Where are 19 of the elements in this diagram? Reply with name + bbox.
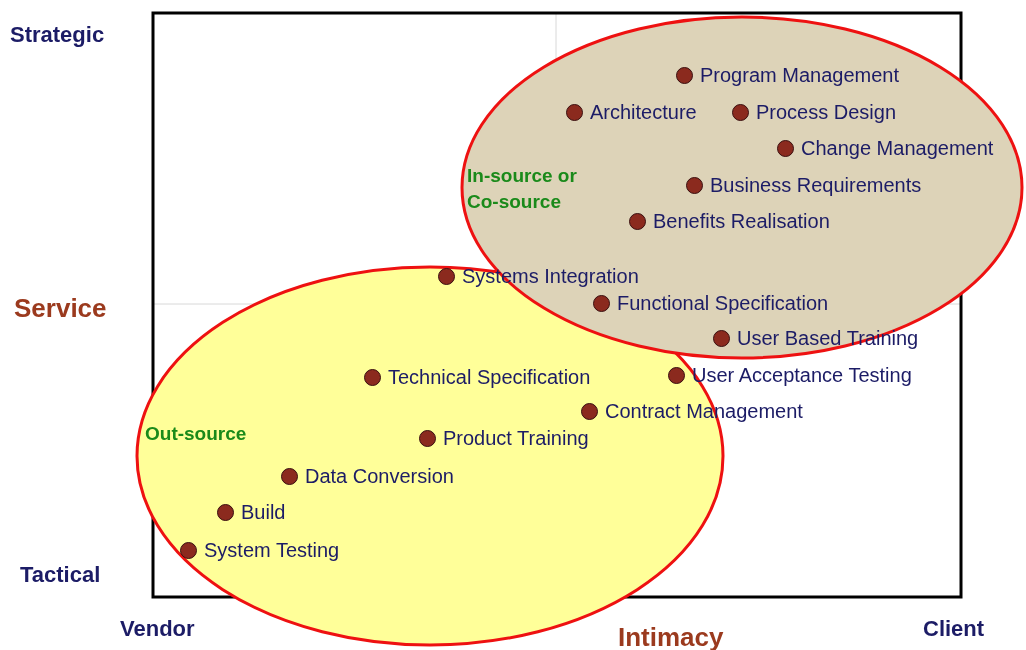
item-label: Program Management	[700, 64, 899, 86]
item-label: Architecture	[590, 101, 697, 123]
item-label: Business Requirements	[710, 174, 922, 196]
item-label: Technical Specification	[388, 366, 591, 388]
item-label: Functional Specification	[617, 292, 829, 314]
axis-label: Tactical	[20, 562, 101, 588]
region-label: In-source or Co-source	[467, 164, 578, 214]
axis-label: Vendor	[120, 616, 195, 642]
item-label: Process Design	[756, 101, 897, 123]
item-label: Build	[241, 501, 286, 523]
item-label: Data Conversion	[305, 465, 454, 487]
item-label: Benefits Realisation	[653, 210, 830, 232]
item-label: Product Training	[443, 427, 589, 449]
region-label: Out-source	[145, 422, 248, 446]
item-label: Change Management	[801, 137, 994, 159]
axis-title: Service	[14, 293, 107, 324]
axis-label: Strategic	[10, 22, 105, 48]
item-label: System Testing	[204, 539, 340, 561]
axis-label: Client	[923, 616, 985, 642]
